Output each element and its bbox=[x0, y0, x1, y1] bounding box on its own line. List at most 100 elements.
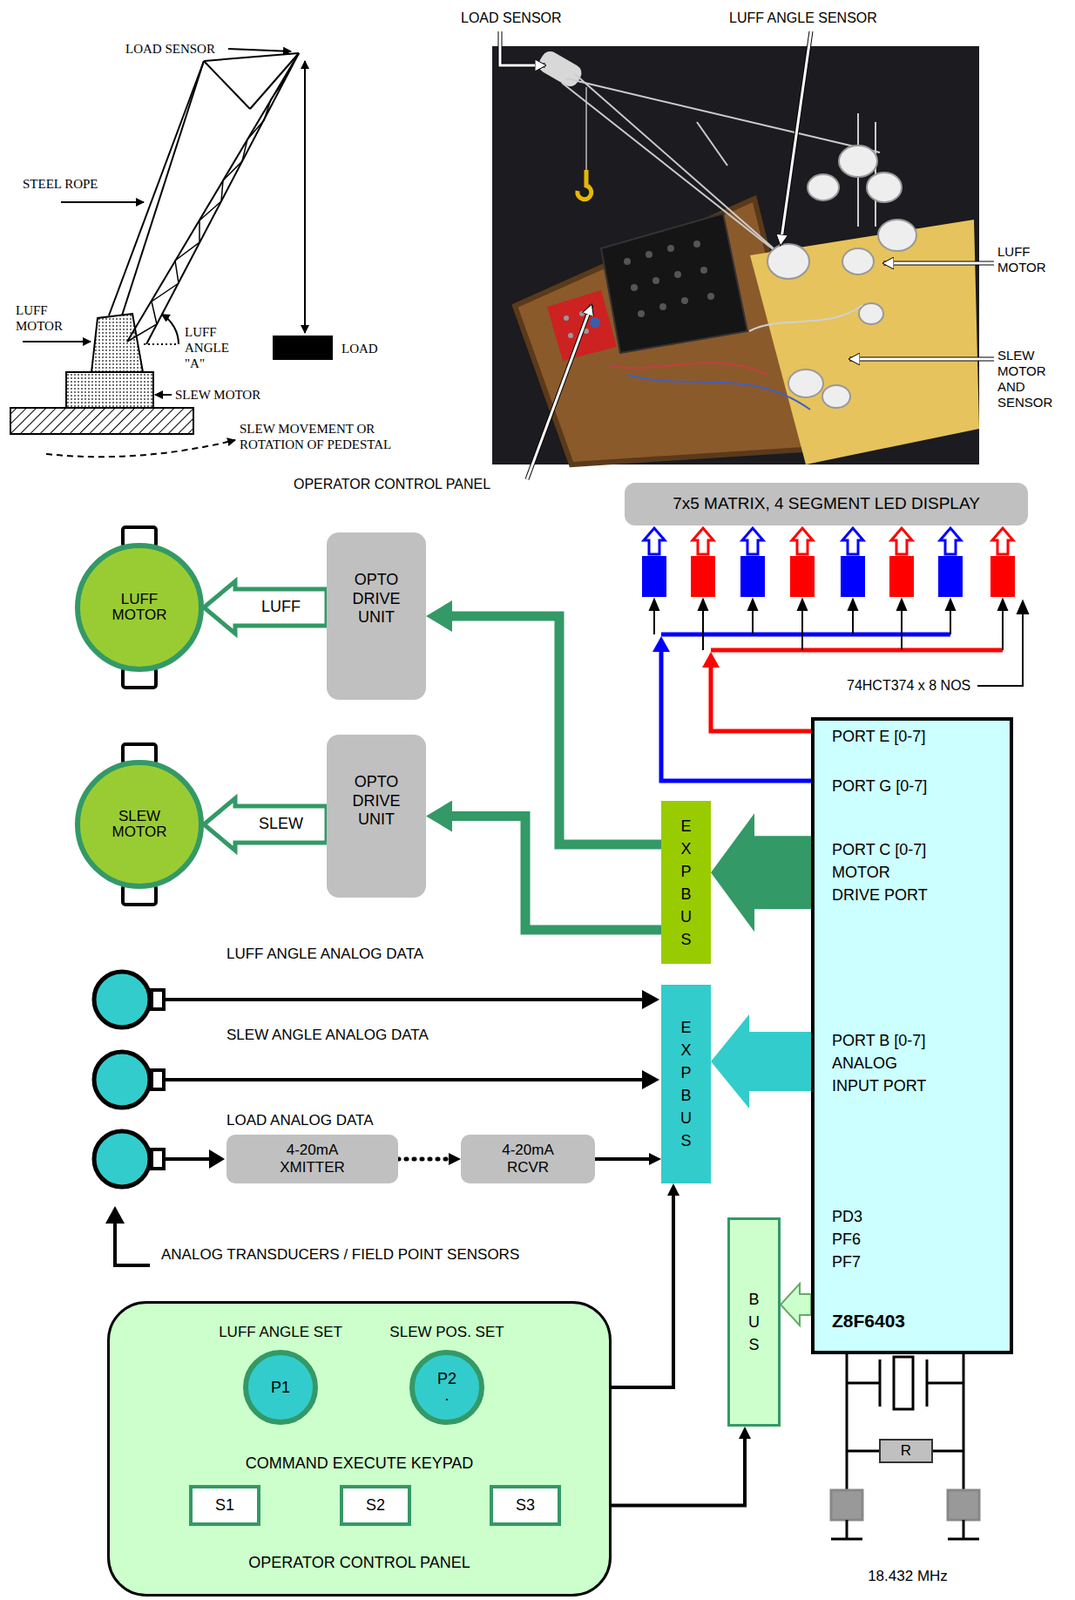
crystal-circuit bbox=[845, 1519, 849, 1539]
crane-drawing bbox=[146, 53, 299, 345]
model-photo bbox=[527, 304, 592, 480]
latch-clock-arrows bbox=[946, 599, 955, 610]
model-photo bbox=[693, 240, 701, 248]
sensor-symbol bbox=[94, 1130, 150, 1187]
motor-circle: LUFF MOTOR bbox=[74, 542, 204, 672]
node-text: PORT E [0-7] bbox=[831, 724, 926, 748]
circle-outline bbox=[412, 1352, 482, 1422]
crane-drawing bbox=[22, 340, 91, 343]
latch-clock-arrows bbox=[653, 609, 656, 635]
latch-clock-arrows bbox=[1001, 609, 1004, 650]
crane-drawing bbox=[10, 407, 194, 434]
signal-wire bbox=[165, 997, 643, 1001]
connector-line bbox=[452, 816, 662, 931]
signal-arrowhead bbox=[105, 989, 660, 1224]
model-photo bbox=[674, 270, 682, 278]
crane-drawing bbox=[203, 53, 299, 61]
model-photo bbox=[878, 219, 917, 251]
model-photo bbox=[645, 250, 653, 258]
crane-drawing bbox=[60, 201, 144, 203]
crane-drawing bbox=[66, 371, 154, 408]
latch-clock-arrows bbox=[801, 609, 804, 650]
model-photo bbox=[630, 283, 638, 291]
display-box: 7x5 MATRIX, 4 SEGMENT LED DISPLAY bbox=[624, 482, 1028, 526]
crane-drawing bbox=[162, 314, 179, 345]
push-switch: S3 bbox=[489, 1484, 562, 1526]
model-photo bbox=[780, 31, 812, 245]
crystal-circuit bbox=[962, 1353, 966, 1490]
crane-drawing bbox=[228, 48, 291, 52]
model-photo bbox=[585, 87, 588, 170]
circle-outline bbox=[245, 1352, 316, 1422]
latch-clock-arrows bbox=[748, 599, 758, 610]
latch-output-arrows bbox=[939, 527, 961, 555]
model-photo bbox=[527, 304, 592, 480]
crystal-circuit bbox=[831, 1489, 863, 1520]
data-wires bbox=[710, 648, 1003, 653]
node-text: LUFF MOTOR bbox=[95, 591, 183, 623]
model-photo bbox=[535, 47, 585, 90]
latch-clock-arrows bbox=[1017, 601, 1028, 614]
node-text: OPERATOR CONTROL PANEL bbox=[109, 1550, 609, 1574]
model-photo bbox=[883, 261, 994, 266]
motor-circle: SLEW MOTOR bbox=[74, 759, 204, 889]
crystal-circuit bbox=[962, 1519, 966, 1539]
model-photo bbox=[623, 240, 715, 318]
receiver-box: 4-20mA RCVR bbox=[460, 1134, 595, 1184]
label-text: SLEW MOTOR bbox=[175, 386, 261, 403]
crystal-circuit bbox=[926, 1381, 964, 1385]
model-photo bbox=[574, 74, 789, 262]
label-text: SLEW ANGLE ANALOG DATA bbox=[226, 1026, 429, 1044]
node-text: PORT C [0-7] MOTOR DRIVE PORT bbox=[831, 838, 935, 906]
label-text: SLEW MOTOR AND SENSOR bbox=[997, 347, 1061, 411]
node-text: P1 bbox=[270, 1379, 291, 1396]
model-photo bbox=[780, 31, 812, 245]
model-photo bbox=[589, 317, 601, 328]
node-text: EXP BUS bbox=[678, 1015, 695, 1152]
block-arrow bbox=[710, 812, 812, 932]
latch-clock-arrows bbox=[848, 599, 858, 610]
crystal-circuit bbox=[845, 1353, 849, 1490]
connector-line bbox=[398, 1156, 449, 1162]
microcontroller-box: PORT E [0-7]PORT G [0-7]PORT C [0-7] MOT… bbox=[811, 716, 1014, 1354]
model-photo bbox=[700, 266, 708, 274]
model-photo bbox=[707, 292, 715, 300]
label-text: LUFF MOTOR bbox=[997, 243, 1050, 276]
model-photo bbox=[849, 357, 994, 362]
data-wires bbox=[661, 632, 951, 637]
model-photo bbox=[681, 297, 689, 305]
signal-wire bbox=[113, 1263, 150, 1267]
signal-arrowhead bbox=[105, 1205, 125, 1224]
signal-arrowhead bbox=[642, 1069, 660, 1089]
model-photo bbox=[659, 303, 667, 311]
model-photo bbox=[500, 31, 546, 66]
model-photo bbox=[609, 362, 767, 375]
model-photo bbox=[866, 172, 902, 203]
crane-drawing bbox=[273, 336, 332, 359]
latch-clock-arrows bbox=[949, 609, 952, 635]
signal-wire bbox=[113, 999, 643, 1265]
block-arrow bbox=[710, 1014, 812, 1109]
node-text: PD3 PF6 PF7 bbox=[831, 1204, 876, 1273]
node-text: R bbox=[900, 1441, 912, 1460]
crystal-circuit bbox=[893, 1356, 913, 1409]
latch-clock-arrows bbox=[998, 599, 1008, 610]
crystal-circuit bbox=[947, 1489, 980, 1520]
latch-clock-arrows bbox=[897, 599, 906, 610]
control-panel: COMMAND EXECUTE KEYPADOPERATOR CONTROL P… bbox=[107, 1300, 612, 1596]
crane-drawing bbox=[304, 60, 306, 333]
label-text: 18.432 MHz bbox=[867, 1567, 948, 1585]
model-photo bbox=[788, 369, 824, 398]
model-photo bbox=[492, 46, 980, 465]
opto-drive-box: OPTO DRIVE UNIT bbox=[326, 532, 426, 700]
crystal-circuit bbox=[947, 1537, 980, 1541]
latch-output-arrows bbox=[643, 527, 665, 555]
node-text: OPTO DRIVE UNIT bbox=[341, 570, 412, 628]
potentiometer-knob: LUFF ANGLE SETP1 bbox=[243, 1349, 318, 1425]
model-photo bbox=[842, 248, 874, 275]
node-text: PORT B [0-7] ANALOG INPUT PORT bbox=[831, 1028, 935, 1097]
data-wires bbox=[710, 667, 812, 731]
label-text: SLEW MOVEMENT OR ROTATION OF PEDESTAL bbox=[239, 420, 406, 453]
block-arrow bbox=[203, 581, 327, 634]
